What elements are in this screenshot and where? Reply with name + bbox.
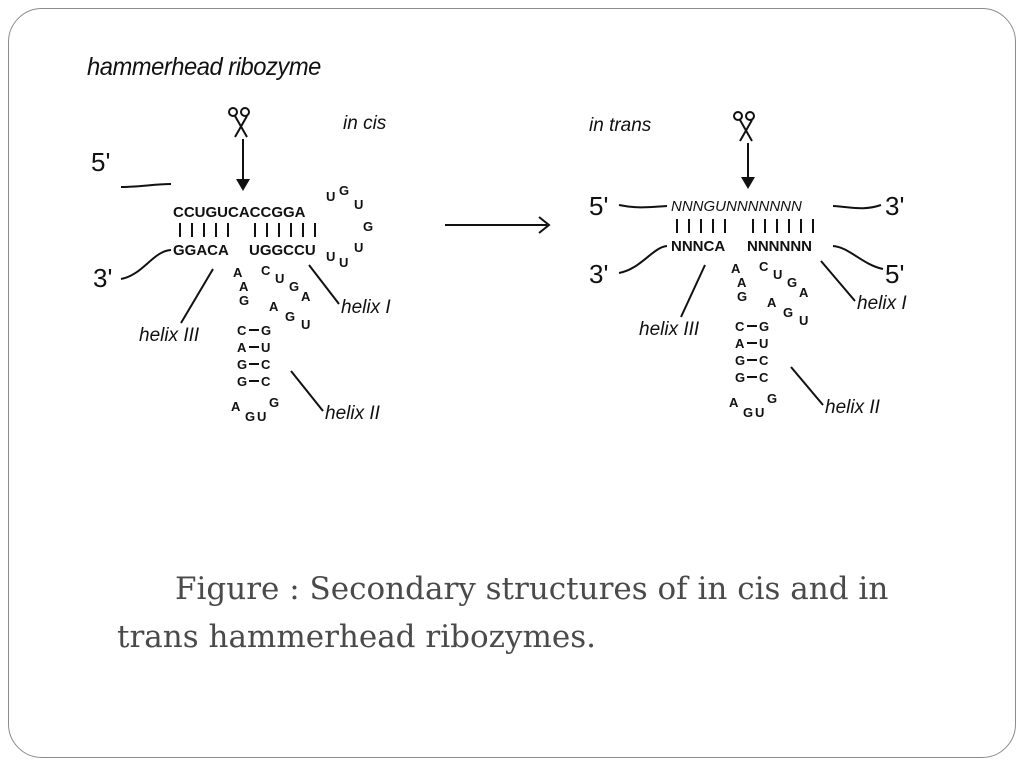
svg-text:U: U [257,409,266,424]
cis-5-prime: 5' [91,147,110,177]
svg-text:U: U [759,336,768,351]
slide-frame: hammerhead ribozyme in cis 5' CCUGUCACCG… [8,8,1016,758]
cis-core-base: C [261,263,271,278]
trans-base-pair-ticks [676,219,814,233]
cis-loop-base: G [339,183,349,198]
transition-arrow-icon [445,216,551,234]
trans-helix-i-label: helix I [857,293,907,314]
trans-helix-ii-stem: C A G G G U C C A G U G [729,319,777,420]
trans-core-base: U [799,313,808,328]
cis-3-prime: 3' [93,263,112,293]
cis-loop-base: U [339,255,348,270]
svg-text:C: C [759,353,769,368]
cis-core-base: A [239,279,249,294]
cis-core-base: G [239,293,249,308]
trans-core-base: G [783,305,793,320]
trans-core-base: A [731,261,741,276]
trans-core-base: A [767,295,777,310]
trans-structure: in trans 5' NNNGUNNNNNNN 3' [589,111,907,420]
cis-helix-ii-stem: C A G G G U C C A G U G [231,323,279,424]
cis-helix-iii-label: helix III [139,325,200,346]
cis-core-base: A [269,299,279,314]
svg-text:G: G [245,409,255,424]
cis-loop-base: U [326,249,335,264]
svg-text:A: A [237,340,247,355]
trans-3-prime-bottom: 3' [589,259,608,289]
trans-mode-label: in trans [589,115,652,136]
trans-core-base: A [737,275,747,290]
svg-text:U: U [755,405,764,420]
trans-core-base: G [737,289,747,304]
trans-helix-iii-label: helix III [639,319,700,340]
svg-text:C: C [735,319,745,334]
cis-bottom-strand: GGACA [173,242,229,259]
svg-text:G: G [743,405,753,420]
svg-text:U: U [261,340,270,355]
trans-3-prime-top: 3' [885,191,904,221]
cis-core-base: U [275,271,284,286]
figure-caption: Figure : Secondary structures of in cis … [117,571,889,655]
svg-text:G: G [735,370,745,385]
cis-loop-base: G [363,219,373,234]
svg-text:A: A [231,399,241,414]
svg-text:G: G [237,357,247,372]
cis-loop-base: U [354,197,363,212]
cis-structure: in cis 5' CCUGUCACCGGA [91,107,391,424]
scissors-icon [733,111,755,142]
cis-loop-base: U [354,240,363,255]
figure-title: hammerhead ribozyme [87,53,321,81]
svg-text:G: G [261,323,271,338]
svg-text:G: G [759,319,769,334]
trans-bottom-strand-2: NNNNNN [747,238,812,255]
trans-top-strand: NNNGUNNNNNNN [671,198,802,215]
cis-helix-i-label: helix I [341,297,391,318]
svg-text:C: C [759,370,769,385]
trans-core-base: C [759,259,769,274]
cis-loop-base: U [326,189,335,204]
trans-bottom-strand: NNNCA [671,238,725,255]
arrow-head [741,177,755,189]
cis-bottom-strand-2: UGGCCU [249,242,316,259]
cis-core-base: G [285,309,295,324]
cis-core-base: U [301,317,310,332]
trans-core-base: U [773,267,782,282]
svg-text:C: C [261,357,271,372]
scissors-icon [228,107,250,138]
trans-5-prime-top: 5' [589,191,608,221]
trans-5-prime-bottom: 5' [885,259,904,289]
svg-text:C: C [237,323,247,338]
arrow-head [236,179,250,191]
cis-core-base: A [233,265,243,280]
cis-core-base: G [289,279,299,294]
ribozyme-figure: in cis 5' CCUGUCACCGGA [73,39,953,489]
svg-text:A: A [735,336,745,351]
trans-core-base: A [799,285,809,300]
svg-text:G: G [735,353,745,368]
svg-text:G: G [767,391,777,406]
trans-helix-ii-label: helix II [825,397,881,418]
svg-text:C: C [261,374,271,389]
trans-core-base: G [787,275,797,290]
cis-top-strand: CCUGUCACCGGA [173,204,306,221]
cis-core-base: A [301,289,311,304]
svg-text:G: G [237,374,247,389]
cis-mode-label: in cis [343,113,387,134]
cis-helix-ii-label: helix II [325,403,381,424]
ribozyme-diagram: in cis 5' CCUGUCACCGGA [91,107,907,424]
svg-text:A: A [729,395,739,410]
svg-text:G: G [269,395,279,410]
cis-base-pair-ticks [179,223,316,237]
